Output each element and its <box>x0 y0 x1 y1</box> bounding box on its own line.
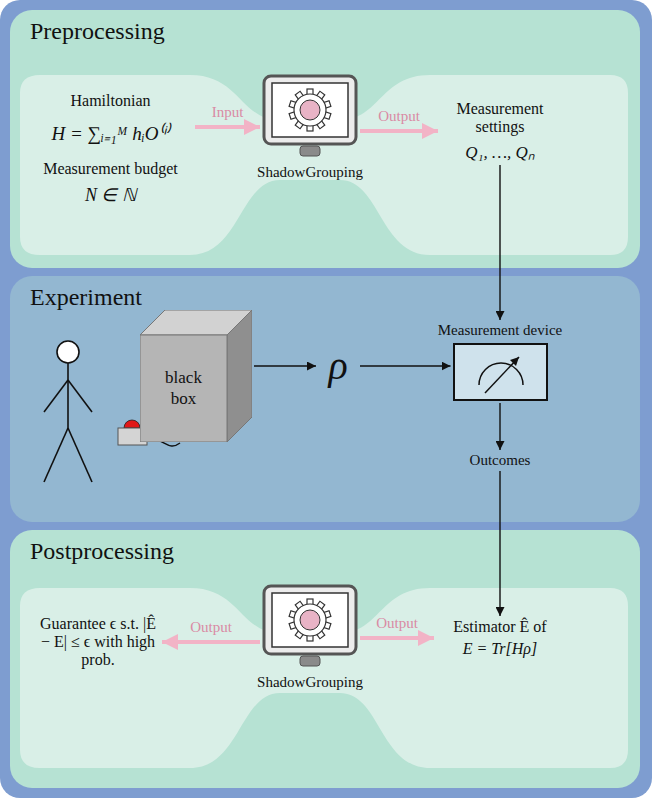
gear-hub <box>300 610 320 630</box>
computer-svg <box>262 584 358 672</box>
connector <box>360 129 438 133</box>
section-panel <box>10 10 640 268</box>
connector <box>254 365 316 366</box>
node-text: Outcomes <box>440 452 560 469</box>
computer-monitor <box>262 74 358 162</box>
outcomes-label: Outcomes <box>440 452 560 469</box>
section-title: Postprocessing <box>30 538 174 565</box>
connector <box>499 165 500 320</box>
computer-svg <box>262 74 358 162</box>
monitor-screen <box>272 593 348 647</box>
node-text: Q₁, …, Qₙ <box>440 140 560 163</box>
meter-symbol <box>455 345 546 399</box>
edge-label: Output <box>378 108 420 125</box>
computer-icon: ShadowGrouping <box>247 74 373 181</box>
connector <box>499 471 500 616</box>
black-box-cube: black box <box>140 310 252 442</box>
meter-needle-head <box>510 357 519 366</box>
gear <box>289 599 331 641</box>
person-arm <box>68 380 92 412</box>
connector <box>162 640 260 644</box>
state-symbol: ρ <box>318 346 358 386</box>
node-text: Hamiltonian <box>28 92 193 110</box>
ribbon <box>20 75 628 255</box>
section-panels <box>10 10 640 788</box>
node-text: E = Tr[Hρ] <box>436 640 564 658</box>
gear-ring <box>294 94 326 126</box>
node-text: ShadowGrouping <box>247 164 373 181</box>
person-leg <box>44 428 68 482</box>
section-title: Preprocessing <box>30 18 165 45</box>
monitor-frame <box>264 586 356 654</box>
meter-needle <box>485 357 519 393</box>
person-body <box>67 363 69 428</box>
section-panel <box>10 276 640 522</box>
connector <box>360 636 434 640</box>
computer-icon: ShadowGrouping <box>247 584 373 691</box>
guarantee-block: Guarantee ϵ s.t. |Ê − E| ≤ ϵ with high p… <box>36 615 160 669</box>
output-block: Measurement settingsQ₁, …, Qₙ <box>440 100 560 163</box>
node-text: H = ∑ᵢ₌₁ᴹ hᵢO⁽ⁱ⁾ <box>28 120 193 146</box>
edge-label: Input <box>212 104 244 121</box>
section-band: PostprocessingGuarantee ϵ s.t. |Ê − E| ≤… <box>10 530 640 788</box>
person-head <box>57 341 79 363</box>
node-text: ρ <box>318 346 358 386</box>
input-block: Hamiltonian H = ∑ᵢ₌₁ᴹ hᵢO⁽ⁱ⁾ Measurement b… <box>28 92 193 206</box>
person-arm <box>44 380 68 412</box>
connector <box>360 365 451 366</box>
node-text: Measurement budget <box>28 160 193 178</box>
person-leg <box>68 428 92 482</box>
node-text: N ∈ ℕ <box>28 184 193 206</box>
node-text: black box <box>140 335 227 442</box>
device-box <box>453 343 548 401</box>
computer-monitor <box>262 584 358 672</box>
gear-hub <box>300 100 320 120</box>
node-text: Estimator Ê of <box>436 618 564 636</box>
gear <box>289 89 331 131</box>
estimator-block: Estimator Ê of E = Tr[Hρ] <box>436 618 564 658</box>
red-button <box>124 420 140 428</box>
section-band: PreprocessingHamiltonian H = ∑ᵢ₌₁ᴹ hᵢO⁽ⁱ⁾… <box>10 10 640 268</box>
node-text: Measurement device <box>430 322 570 339</box>
connector <box>195 125 260 129</box>
edge-label: Output <box>190 619 232 636</box>
connector <box>499 403 500 450</box>
section-panel <box>10 530 640 788</box>
meter-arc <box>479 363 523 385</box>
monitor-frame <box>264 76 356 144</box>
measurement-device: Measurement device <box>430 322 570 401</box>
node-text: ShadowGrouping <box>247 674 373 691</box>
monitor-stand <box>300 146 320 156</box>
node-text: Guarantee ϵ s.t. |Ê − E| ≤ ϵ with high p… <box>36 615 160 669</box>
cube-side <box>227 310 252 442</box>
monitor-stand <box>300 656 320 666</box>
ribbon <box>20 588 628 768</box>
edge-label: Output <box>376 615 418 632</box>
person-figure <box>44 341 92 482</box>
gear-ring <box>294 604 326 636</box>
section-band: Experiment black box ρ Measurement deviceOu… <box>10 276 640 522</box>
section-title: Experiment <box>30 284 142 311</box>
cube-front <box>140 335 227 442</box>
monitor-screen <box>272 83 348 137</box>
node-text: Measurement settings <box>440 100 560 136</box>
